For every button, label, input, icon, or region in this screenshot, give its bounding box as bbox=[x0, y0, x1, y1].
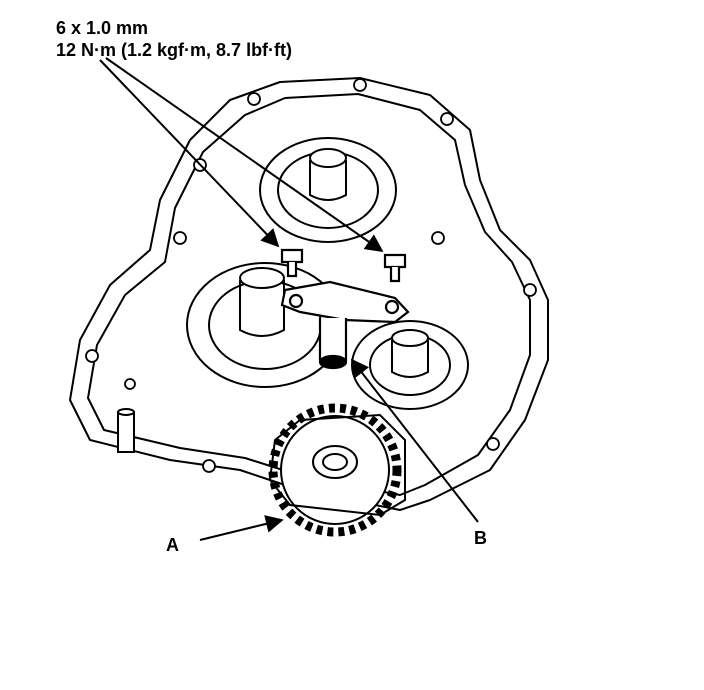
shift-arm-b bbox=[280, 280, 410, 324]
upper-bearing-outer bbox=[259, 137, 397, 243]
bolt-left bbox=[280, 248, 304, 264]
housing-bolt-hole bbox=[247, 92, 261, 106]
torque-spec-size: 6 x 1.0 mm bbox=[56, 18, 149, 38]
shift-rod bbox=[117, 411, 135, 453]
leader-b bbox=[350, 358, 479, 523]
label-a: A bbox=[166, 535, 179, 555]
bolt-right bbox=[383, 253, 407, 269]
gear-a-hub bbox=[312, 445, 358, 479]
gear-a-teeth bbox=[268, 403, 402, 537]
upper-shaft bbox=[309, 160, 347, 201]
leader-bolt-left bbox=[99, 59, 280, 248]
leader-bolt-right bbox=[105, 57, 384, 253]
housing-outline bbox=[69, 77, 549, 511]
housing-bolt-hole bbox=[431, 231, 445, 245]
housing-bolt-hole bbox=[486, 437, 500, 451]
leader-a bbox=[199, 515, 284, 541]
left-shaft bbox=[239, 280, 285, 337]
housing-bolt-hole bbox=[202, 459, 216, 473]
housing-inner-flange bbox=[87, 93, 531, 496]
torque-spec-value: 12 N·m (1.2 kgf·m, 8.7 lbf·ft) bbox=[56, 40, 293, 60]
housing-bolt-hole bbox=[173, 231, 187, 245]
housing-bolt-hole bbox=[523, 283, 537, 297]
right-shaft bbox=[391, 340, 429, 378]
housing-bolt-hole bbox=[440, 112, 454, 126]
housing-bolt-hole bbox=[353, 78, 367, 92]
housing-bolt-hole bbox=[85, 349, 99, 363]
label-b: B bbox=[474, 528, 487, 548]
housing-bolt-hole bbox=[124, 378, 136, 390]
gear-a-cover bbox=[268, 413, 406, 517]
